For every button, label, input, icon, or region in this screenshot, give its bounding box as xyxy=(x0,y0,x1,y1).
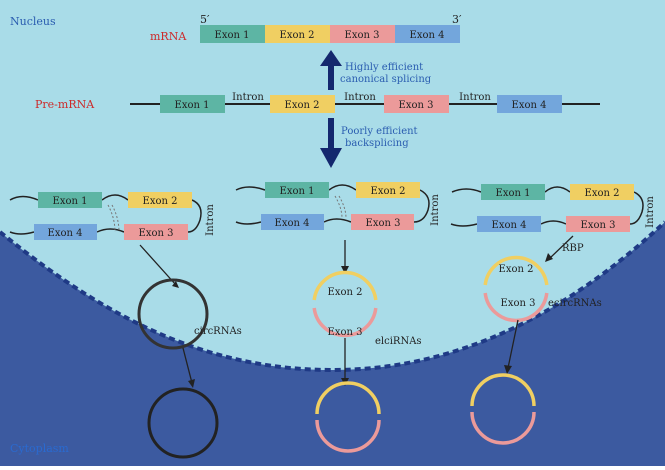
left-exon-1-label: Exon 1 xyxy=(53,196,88,207)
pre-mrna-exon-3 xyxy=(384,95,449,113)
mrna-exon-1-label: Exon 1 xyxy=(215,30,250,41)
right-exon-3-label: Exon 3 xyxy=(581,220,616,231)
backsplicing-label-line2: backsplicing xyxy=(345,138,409,149)
left-exon-2-label: Exon 2 xyxy=(143,196,178,207)
nucleus-label: Nucleus xyxy=(10,15,56,28)
ecircrnas-label: ecircRNAs xyxy=(548,298,602,309)
mrna-exon-2-label: Exon 2 xyxy=(280,30,315,41)
left-exon-4-label: Exon 4 xyxy=(48,228,83,239)
right-intron-label: Intron xyxy=(645,196,656,228)
pre-mrna-exon-1-label: Exon 1 xyxy=(175,100,210,111)
ecircrna-exon-2-label: Exon 2 xyxy=(499,264,534,275)
canonical-splicing-arrow xyxy=(320,50,342,90)
elcirna-exon-2-label: Exon 2 xyxy=(328,287,363,298)
mrna-exon-1 xyxy=(200,25,265,43)
left-intron-label: Intron xyxy=(205,204,216,236)
mrna-five-prime: 5′ xyxy=(200,13,210,26)
ecircrna-exon-3-label: Exon 3 xyxy=(501,298,536,309)
left-exon-3-label: Exon 3 xyxy=(139,228,174,239)
middle-exon-2-label: Exon 2 xyxy=(371,186,406,197)
mrna-exon-3-label: Exon 3 xyxy=(345,30,380,41)
backsplicing-label-line1: Poorly efficient xyxy=(341,126,418,137)
pre-mrna-exon-4-label: Exon 4 xyxy=(512,100,547,111)
mrna-exon-4 xyxy=(395,25,460,43)
right-panel xyxy=(450,184,644,445)
mrna-label: mRNA xyxy=(150,30,187,43)
pre-mrna-label: Pre-mRNA xyxy=(35,98,95,111)
right-exon-1-label: Exon 1 xyxy=(496,188,531,199)
mrna-three-prime: 3′ xyxy=(452,13,462,26)
middle-panel xyxy=(235,182,430,453)
pre-mrna-exon-2 xyxy=(270,95,335,113)
elcirna-exon-3-label: Exon 3 xyxy=(328,327,363,338)
right-exon-4-label: Exon 4 xyxy=(492,220,527,231)
pre-mrna-exon-1 xyxy=(160,95,225,113)
middle-intron-label: Intron xyxy=(430,194,441,226)
pre-mrna-exon-2-label: Exon 2 xyxy=(285,100,320,111)
middle-exon-3-label: Exon 3 xyxy=(366,218,401,229)
rbp-label: RBP xyxy=(562,243,584,254)
middle-exon-1-label: Exon 1 xyxy=(280,186,315,197)
canonical-label-line1: Highly efficient xyxy=(345,62,423,73)
pre-mrna-intron-1-label: Intron xyxy=(232,92,264,103)
mrna-exon-3 xyxy=(330,25,395,43)
pre-mrna-intron-2-label: Intron xyxy=(344,92,376,103)
canonical-label-line2: canonical splicing xyxy=(340,74,432,85)
pre-mrna-exon-4 xyxy=(497,95,562,113)
circrnas-label: circRNAs xyxy=(194,326,242,337)
mrna-exon-2 xyxy=(265,25,330,43)
mrna-exon-4-label: Exon 4 xyxy=(410,30,445,41)
pre-mrna-exon-3-label: Exon 3 xyxy=(399,100,434,111)
right-exon-2-label: Exon 2 xyxy=(585,188,620,199)
middle-exon-4-label: Exon 4 xyxy=(275,218,310,229)
cytoplasm-label: Cytoplasm xyxy=(10,442,69,455)
elcirnas-label: elciRNAs xyxy=(375,336,422,347)
pre-mrna-intron-3-label: Intron xyxy=(459,92,491,103)
left-panel xyxy=(9,192,219,459)
backsplicing-arrow xyxy=(320,118,342,168)
nuclear-membrane xyxy=(0,220,665,373)
cytoplasm-background xyxy=(0,222,665,466)
